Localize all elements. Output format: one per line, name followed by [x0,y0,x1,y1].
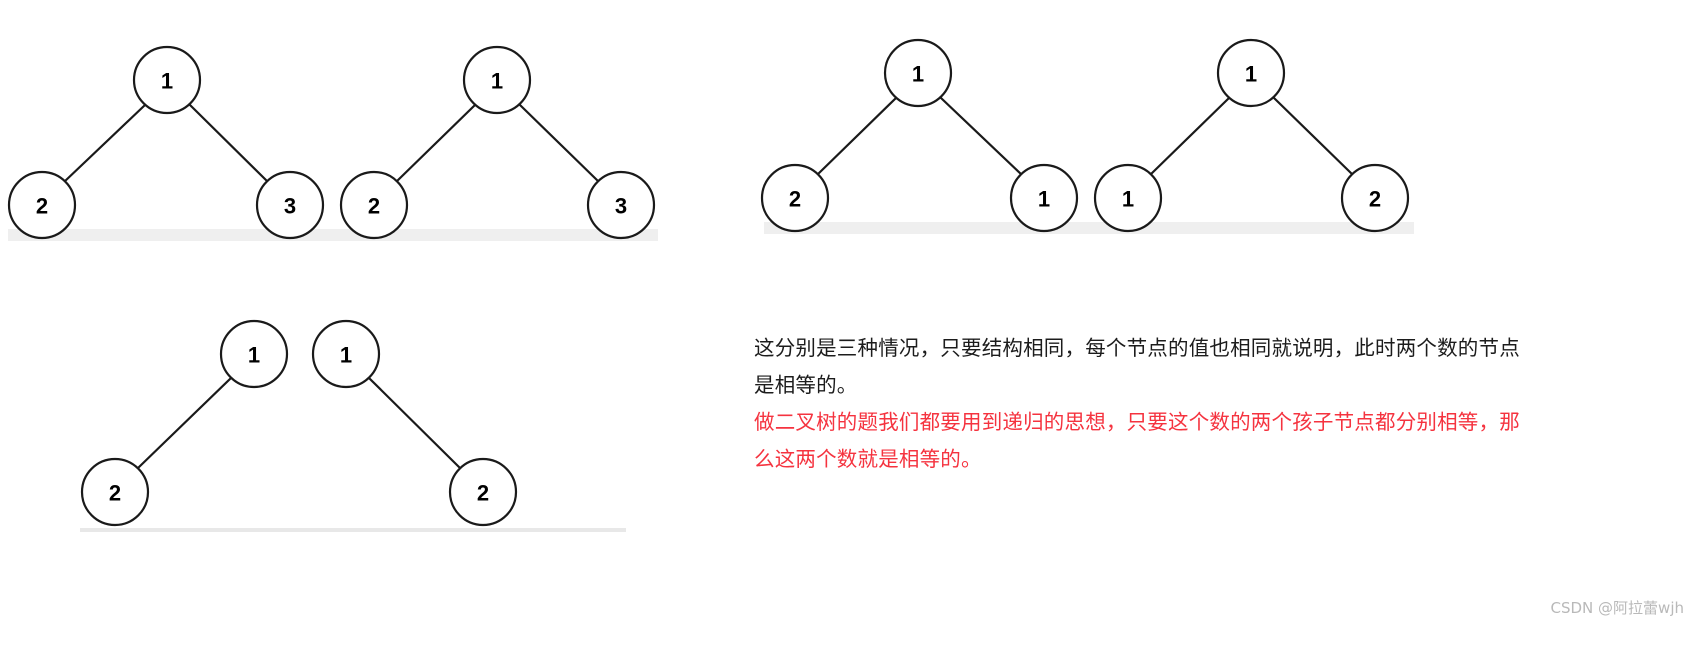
tree-node-root: 1 [132,45,202,115]
node-circle [462,45,532,115]
tree-pair-2-right: 1 1 2 [1085,0,1435,245]
tree-node-root: 1 [311,319,381,389]
node-value: 1 [248,343,260,368]
node-value: 1 [1245,62,1257,87]
node-value: 2 [477,481,489,506]
edge-root-to-right-child [367,376,462,470]
tree-node-root: 1 [219,319,289,389]
edge-root-to-right-child [518,103,601,184]
edge-root-to-right-child [188,103,270,184]
edge-root-to-left-child [1148,96,1231,177]
tree-pair-1-left: 1 2 3 [0,0,340,250]
node-circle [1216,38,1286,108]
node-value: 1 [491,69,503,94]
node-value: 1 [1122,187,1134,212]
node-circle [339,170,409,240]
tree-node-root: 1 [1216,38,1286,108]
tree-pair-1-right: 1 2 3 [330,0,670,250]
node-circle [448,457,518,527]
node-value: 2 [368,194,380,219]
baseline-rule-bottom-left [80,528,626,532]
tree-node-right-child: 3 [255,170,325,240]
node-circle [311,319,381,389]
node-circle [132,45,202,115]
node-value: 2 [36,194,48,219]
tree-node-left-child: 2 [339,170,409,240]
tree-pair-2-left: 1 2 1 [750,0,1090,245]
node-circle [219,319,289,389]
explanation-line-1: 这分别是三种情况，只要结构相同，每个节点的值也相同就说明，此时两个数的节点 [754,336,1520,360]
node-value: 1 [1038,187,1050,212]
node-circle [760,163,830,233]
tree-node-left-child: 2 [7,170,77,240]
edge-root-to-left-child [62,103,147,184]
node-value: 2 [109,481,121,506]
explanation-line-3: 做二叉树的题我们都要用到递归的思想，只要这个数的两个孩子节点都分别相等，那 [754,410,1520,434]
tree-pair-3-left: 1 2 [60,300,350,540]
explanation-text-block: 这分别是三种情况，只要结构相同，每个节点的值也相同就说明，此时两个数的节点 是相… [754,330,1554,478]
node-circle [1009,163,1079,233]
edge-root-to-right-child [939,96,1024,177]
tree-node-root: 1 [462,45,532,115]
node-circle [7,170,77,240]
edge-root-to-left-child [394,103,477,184]
tree-node-right-child: 2 [448,457,518,527]
node-value: 2 [1369,187,1381,212]
tree-node-left-child: 1 [1093,163,1163,233]
tree-node-left-child: 2 [80,457,150,527]
baseline-rule-top-left [8,229,658,241]
node-value: 2 [789,187,801,212]
tree-node-right-child: 1 [1009,163,1079,233]
node-circle [80,457,150,527]
baseline-rule-top-right [764,222,1414,234]
edge-root-to-right-child [1272,96,1355,177]
csdn-watermark: CSDN @阿拉蕾wjh [1550,599,1684,617]
explanation-line-2: 是相等的。 [754,373,858,397]
edge-root-to-left-child [136,376,233,470]
edge-root-to-left-child [815,96,898,177]
tree-node-root: 1 [883,38,953,108]
node-circle [1093,163,1163,233]
node-circle [883,38,953,108]
node-value: 1 [912,62,924,87]
node-value: 1 [161,69,173,94]
node-value: 1 [340,343,352,368]
tree-node-left-child: 2 [760,163,830,233]
node-value: 3 [615,194,627,219]
node-value: 3 [284,194,296,219]
tree-pair-3-right: 1 2 [310,300,540,540]
tree-node-right-child: 3 [586,170,656,240]
explanation-line-4: 么这两个数就是相等的。 [754,447,982,471]
node-circle [1340,163,1410,233]
node-circle [255,170,325,240]
tree-node-right-child: 2 [1340,163,1410,233]
node-circle [586,170,656,240]
